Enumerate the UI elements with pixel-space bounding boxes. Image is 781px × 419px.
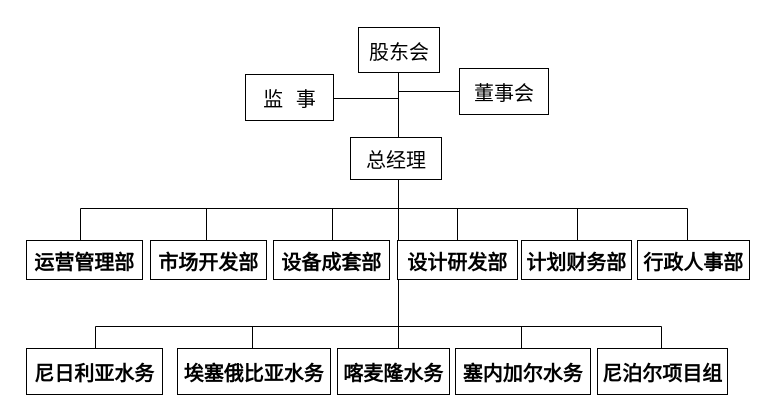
dept-label: 运营管理部 bbox=[34, 249, 135, 274]
dept-admin-hr: 行政人事部 bbox=[637, 240, 750, 280]
dept-market-dev: 市场开发部 bbox=[150, 240, 267, 280]
general-manager-label: 总经理 bbox=[366, 148, 426, 172]
project-nigeria: 尼日利亚水务 bbox=[26, 348, 163, 395]
dept-operations: 运营管理部 bbox=[26, 240, 143, 280]
dept-label: 计划财务部 bbox=[526, 249, 627, 274]
dept-label: 市场开发部 bbox=[158, 249, 259, 274]
project-ethiopia: 埃塞俄比亚水务 bbox=[177, 348, 331, 395]
board-label: 董事会 bbox=[474, 81, 534, 105]
project-label: 尼泊尔项目组 bbox=[602, 361, 723, 385]
shareholders-box: 股东会 bbox=[358, 27, 440, 73]
dept-label: 设备成套部 bbox=[281, 249, 382, 274]
supervisor-box: 监 事 bbox=[245, 74, 334, 121]
dept-label: 设计研发部 bbox=[407, 249, 508, 274]
project-label: 埃塞俄比亚水务 bbox=[184, 361, 324, 385]
project-label: 尼日利亚水务 bbox=[34, 361, 155, 385]
dept-label: 行政人事部 bbox=[643, 249, 744, 274]
board-box: 董事会 bbox=[459, 68, 549, 115]
project-label: 塞内加尔水务 bbox=[463, 361, 583, 385]
dept-design-rd: 设计研发部 bbox=[397, 240, 518, 280]
dept-equipment: 设备成套部 bbox=[273, 240, 390, 280]
general-manager-box: 总经理 bbox=[350, 137, 442, 180]
supervisor-label: 监 事 bbox=[263, 87, 316, 111]
shareholders-label: 股东会 bbox=[369, 39, 429, 64]
project-nepal: 尼泊尔项目组 bbox=[597, 348, 728, 395]
project-senegal: 塞内加尔水务 bbox=[455, 348, 591, 395]
dept-planning-finance: 计划财务部 bbox=[521, 240, 632, 280]
project-cameroon: 喀麦隆水务 bbox=[337, 348, 450, 395]
project-label: 喀麦隆水务 bbox=[343, 361, 444, 385]
